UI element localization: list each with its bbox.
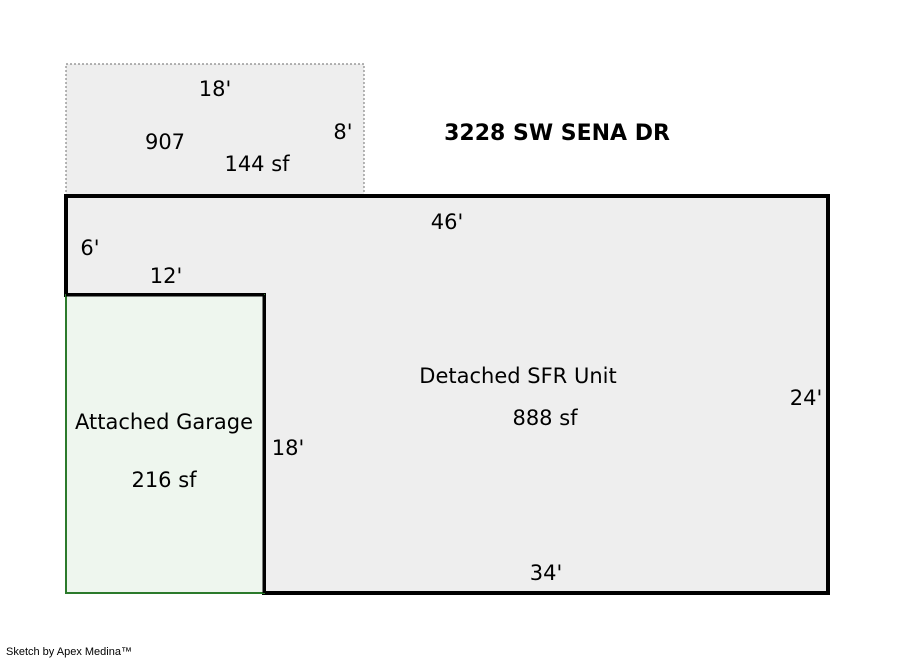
addition-area bbox=[65, 63, 365, 197]
addition-height-dim: 8' bbox=[333, 120, 352, 144]
garage-top-dim: 12' bbox=[150, 264, 183, 288]
sketch-credit: Sketch by Apex Medina™ bbox=[6, 646, 132, 658]
living-label: Detached SFR Unit bbox=[419, 364, 616, 388]
garage-area bbox=[65, 294, 265, 594]
addition-area-text: 144 sf bbox=[224, 152, 290, 176]
addition-label: 907 bbox=[145, 130, 185, 154]
addition-width-dim: 18' bbox=[199, 77, 232, 101]
living-right-dim: 24' bbox=[790, 386, 823, 410]
living-area-text: 888 sf bbox=[512, 406, 578, 430]
living-left-dim: 6' bbox=[80, 236, 99, 260]
address-title: 3228 SW SENA DR bbox=[444, 121, 670, 146]
garage-area-text: 216 sf bbox=[131, 468, 197, 492]
garage-side-dim: 18' bbox=[272, 436, 305, 460]
garage-label: Attached Garage bbox=[75, 410, 253, 434]
living-top-dim: 46' bbox=[431, 210, 464, 234]
living-bottom-dim: 34' bbox=[530, 561, 563, 585]
